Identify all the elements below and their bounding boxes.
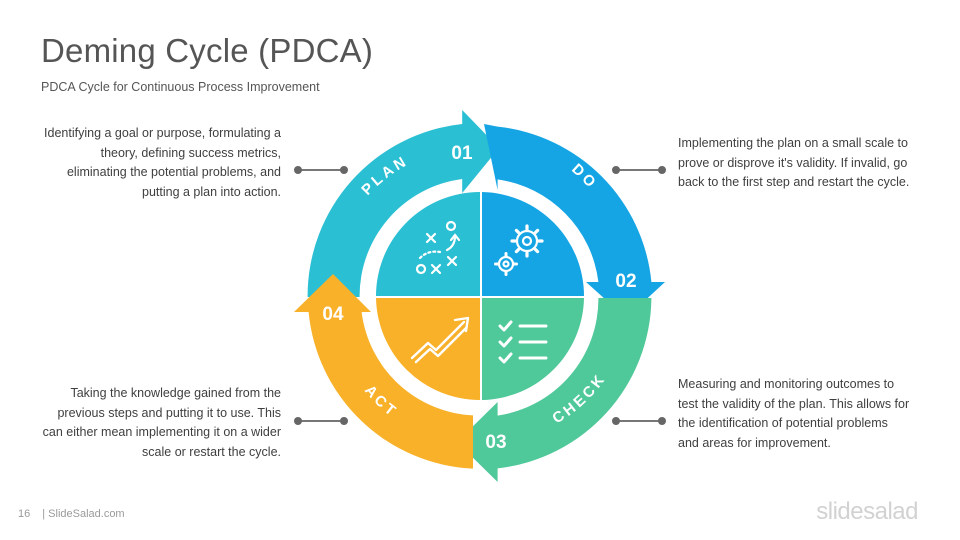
act-number: 04 — [322, 304, 344, 325]
act-description: Taking the knowledge gained from the pre… — [42, 386, 281, 459]
gears-icon — [494, 224, 544, 276]
check-arrow — [457, 298, 652, 482]
do-description: Implementing the plan on a small scale t… — [678, 136, 910, 189]
check-number: 03 — [485, 432, 506, 453]
check-quadrant — [482, 298, 584, 400]
footer: 16 | SlideSalad.com — [18, 508, 125, 520]
act-arrow — [294, 274, 473, 469]
act-quadrant — [376, 298, 480, 400]
do-arrow — [484, 124, 665, 318]
footer-site-link[interactable]: | SlideSalad.com — [42, 508, 125, 520]
growth-chart-icon — [410, 316, 470, 364]
page-title: Deming Cycle (PDCA) — [41, 32, 374, 69]
plan-connector — [294, 166, 348, 174]
plan-number: 01 — [451, 143, 473, 164]
checklist-icon — [498, 320, 548, 364]
check-connector — [612, 417, 666, 425]
plan-quadrant — [376, 192, 480, 296]
do-number: 02 — [615, 271, 636, 292]
strategy-icon — [415, 220, 461, 275]
plan-description: Identifying a goal or purpose, formulati… — [44, 126, 281, 199]
brand-logo: slidesalad — [816, 498, 918, 525]
act-connector — [294, 417, 348, 425]
plan-arrow — [307, 110, 499, 297]
page-number: 16 — [18, 508, 31, 520]
check-description: Measuring and monitoring outcomes to tes… — [678, 377, 910, 450]
page-subtitle: PDCA Cycle for Continuous Process Improv… — [41, 80, 320, 94]
do-connector — [612, 166, 666, 174]
